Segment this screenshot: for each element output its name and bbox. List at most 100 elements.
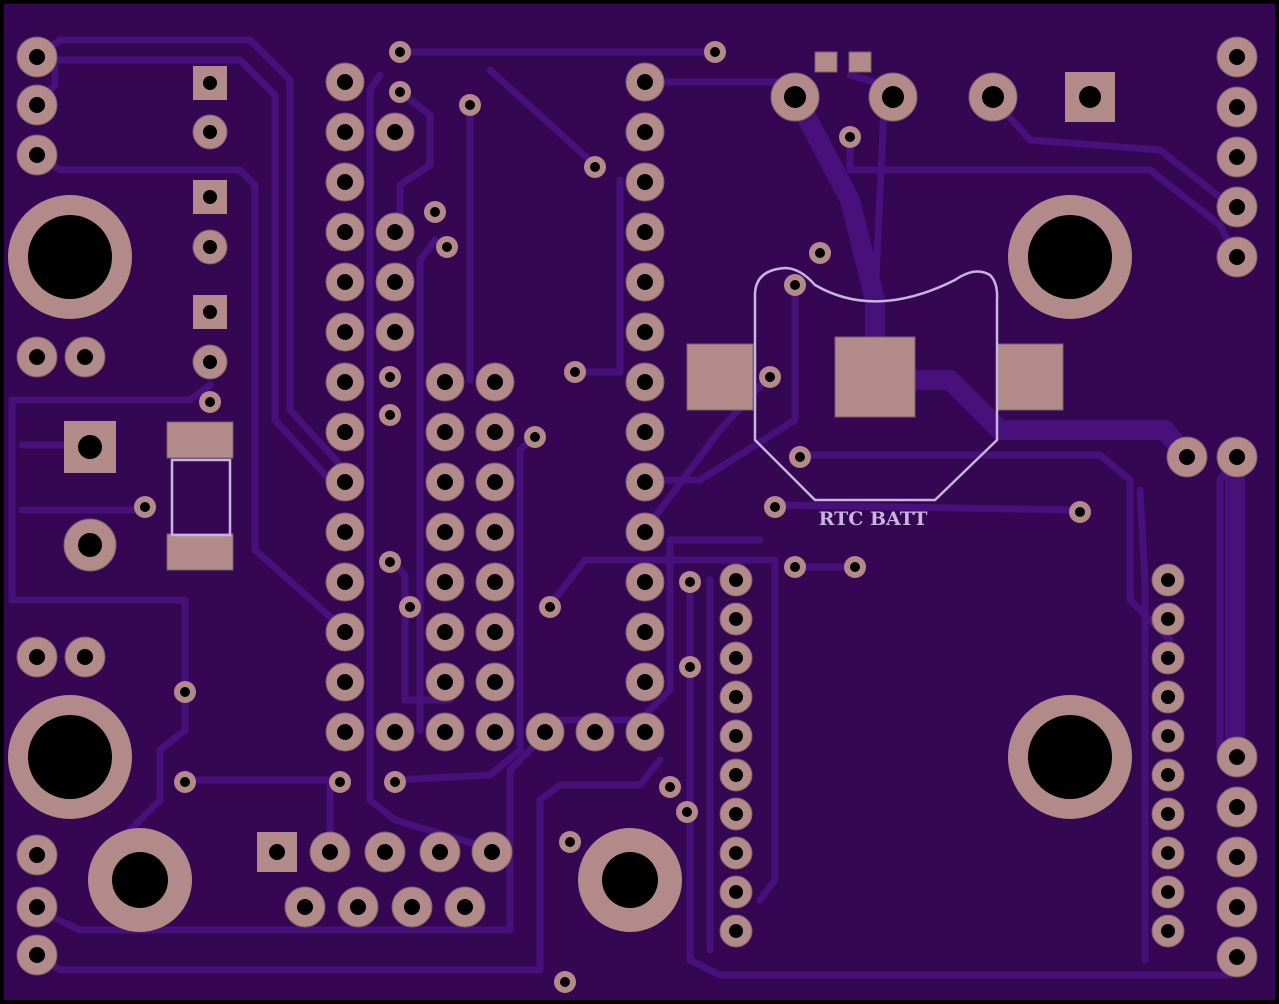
through-hole-pad: [325, 162, 365, 202]
via: [384, 771, 406, 793]
through-hole-pad: [64, 336, 106, 378]
trace: [846, 136, 1239, 259]
square-pad: [1065, 72, 1115, 122]
via: [679, 656, 701, 678]
through-hole-pad: [625, 662, 665, 702]
trace: [546, 556, 779, 904]
through-hole-pad: [475, 612, 515, 652]
through-hole-pad: [1151, 875, 1185, 909]
through-hole-pad: [325, 112, 365, 152]
through-hole-pad: [719, 797, 753, 831]
through-hole-pad: [325, 212, 365, 252]
through-hole-pad: [284, 886, 326, 928]
silkscreen-layer: [170, 266, 999, 537]
through-hole-pad: [719, 680, 753, 714]
trace: [391, 433, 539, 784]
via: [1069, 501, 1091, 523]
square-pad: [64, 421, 116, 473]
through-hole-pad: [425, 712, 465, 752]
battery-pad: [834, 336, 916, 418]
through-hole-pad: [16, 834, 58, 876]
through-hole-pad: [1216, 786, 1258, 828]
power-trace: [865, 370, 1195, 465]
through-hole-pad: [419, 831, 461, 873]
through-hole-pad: [1216, 436, 1258, 478]
through-hole-pad: [575, 712, 615, 752]
smd-pad: [166, 533, 234, 571]
via: [399, 596, 421, 618]
through-hole-pad: [1216, 236, 1258, 278]
through-hole-pad: [425, 512, 465, 552]
smd-pad: [166, 421, 234, 459]
through-hole-pad: [625, 362, 665, 402]
through-hole-pad: [719, 719, 753, 753]
through-hole-pad: [1151, 914, 1185, 948]
trace: [771, 501, 1084, 514]
through-hole-pad: [625, 312, 665, 352]
through-hole-pad: [16, 636, 58, 678]
battery-pad: [686, 343, 754, 411]
through-hole-pad: [391, 886, 433, 928]
through-hole-pad: [1151, 836, 1185, 870]
through-hole-pad: [16, 36, 58, 78]
through-hole-pad: [475, 462, 515, 502]
through-hole-pad: [375, 212, 415, 252]
via: [559, 831, 581, 853]
via: [584, 156, 606, 178]
through-hole-pad: [475, 412, 515, 452]
through-hole-pad: [475, 562, 515, 602]
through-hole-pad: [625, 562, 665, 602]
via: [789, 446, 811, 468]
trace: [366, 71, 499, 854]
square-pad: [257, 832, 297, 872]
via: [174, 681, 196, 703]
through-hole-pad: [625, 112, 665, 152]
through-hole-pad: [1216, 86, 1258, 128]
through-hole-pad: [16, 336, 58, 378]
through-hole-pad: [375, 312, 415, 352]
trace: [33, 56, 334, 484]
through-hole-pad: [325, 712, 365, 752]
via: [379, 551, 401, 573]
through-hole-pad: [16, 934, 58, 976]
mounting-hole: [1008, 195, 1132, 319]
trace: [396, 88, 434, 234]
through-hole-pad: [868, 72, 918, 122]
battery-pad: [996, 343, 1064, 411]
square-pad: [193, 180, 227, 214]
through-hole-pad: [1216, 136, 1258, 178]
trace: [33, 151, 349, 634]
through-hole-pad: [425, 612, 465, 652]
via: [329, 771, 351, 793]
trace: [33, 36, 349, 474]
smd-pad: [814, 51, 838, 73]
through-hole-pad: [63, 518, 117, 572]
through-hole-pad: [16, 84, 58, 126]
through-hole-pad: [325, 662, 365, 702]
through-hole-pad: [425, 662, 465, 702]
trace: [686, 576, 1234, 979]
rtc-batt-label: RTC BATT: [819, 508, 928, 530]
through-hole-pad: [719, 563, 753, 597]
through-hole-pad: [1151, 758, 1185, 792]
through-hole-pad: [1216, 936, 1258, 978]
through-hole-pad: [325, 562, 365, 602]
through-hole-pad: [364, 831, 406, 873]
through-hole-pad: [1216, 736, 1258, 778]
through-hole-pad: [1166, 436, 1208, 478]
through-hole-pad: [471, 831, 513, 873]
through-hole-pad: [325, 612, 365, 652]
through-hole-pad: [16, 134, 58, 176]
via: [379, 404, 401, 426]
through-hole-pad: [475, 512, 515, 552]
mounting-hole: [8, 195, 132, 319]
smd-pad: [848, 51, 872, 73]
through-hole-pad: [1151, 680, 1185, 714]
through-hole-pad: [1151, 797, 1185, 831]
via: [784, 556, 806, 578]
resistor-outline: [170, 458, 232, 537]
trace: [641, 276, 799, 484]
through-hole-pad: [770, 72, 820, 122]
through-hole-pad: [337, 886, 379, 928]
trace: [571, 176, 624, 376]
